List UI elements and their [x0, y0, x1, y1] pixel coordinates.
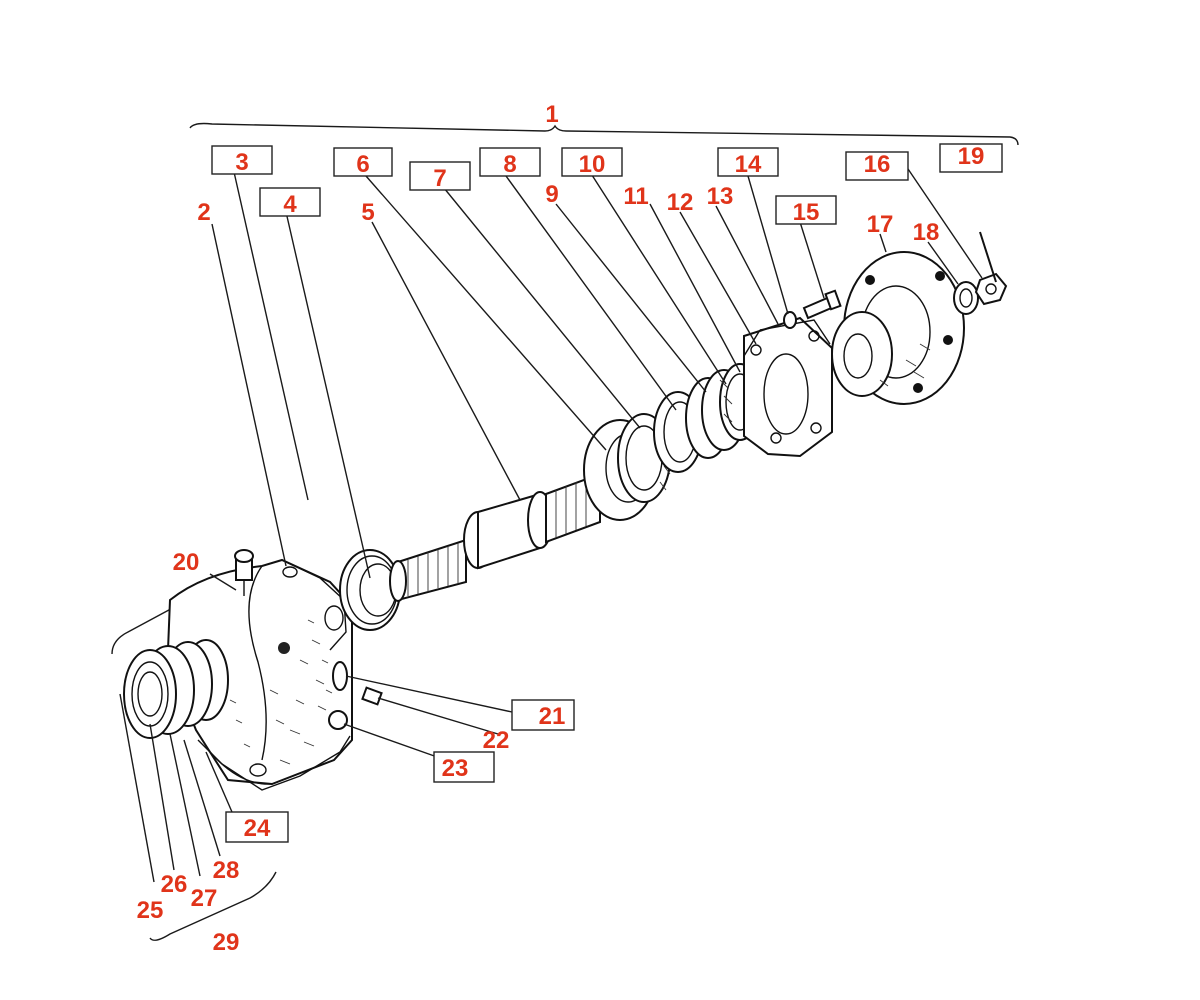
- callout-16: 16: [864, 151, 891, 178]
- brace-assembly-1: [189, 122, 1019, 146]
- callout-20: 20: [173, 549, 200, 576]
- label-box-24: [225, 811, 289, 843]
- callout-4: 4: [283, 191, 297, 218]
- callout-29: 29: [213, 929, 240, 956]
- callout-8: 8: [503, 151, 516, 178]
- label-box-19: [939, 143, 1003, 173]
- callout-24: 24: [244, 815, 271, 842]
- callout-9: 9: [545, 181, 558, 208]
- label-boxes: [211, 143, 1003, 843]
- label-box-16: [845, 151, 909, 181]
- callout-22: 22: [483, 727, 510, 754]
- callout-7: 7: [433, 165, 446, 192]
- gearbox-housing: [166, 558, 353, 791]
- callout-26: 26: [161, 871, 188, 898]
- input-seal-stack: [123, 639, 229, 739]
- callout-23: 23: [442, 755, 469, 782]
- callout-10: 10: [579, 151, 606, 178]
- callout-15: 15: [793, 199, 820, 226]
- label-box-8: [479, 147, 541, 177]
- cover-bolt: [802, 289, 842, 320]
- callout-28: 28: [213, 857, 240, 884]
- callout-3: 3: [235, 149, 248, 176]
- label-box-3: [211, 145, 273, 175]
- breather-plug: [234, 549, 254, 596]
- callout-5: 5: [361, 199, 374, 226]
- label-box-21: [511, 699, 575, 731]
- cotter-pin: [979, 231, 997, 283]
- callout-11: 11: [623, 183, 648, 210]
- callout-25: 25: [137, 897, 164, 924]
- label-box-4: [259, 187, 321, 217]
- callout-21: 21: [539, 703, 566, 730]
- housing-plug: [278, 642, 290, 654]
- bearing-cover: [743, 316, 833, 458]
- seal-ring-stack: [685, 363, 761, 459]
- brace-assembly-29: [149, 871, 277, 941]
- callout-27: 27: [191, 885, 218, 912]
- small-screw: [361, 686, 383, 706]
- main-shaft: [389, 472, 601, 602]
- callout-12: 12: [667, 189, 694, 216]
- callout-14: 14: [735, 151, 762, 178]
- label-box-14: [717, 147, 779, 177]
- callout-1: 1: [545, 101, 558, 128]
- callout-19: 19: [958, 143, 985, 170]
- callout-6: 6: [356, 151, 369, 178]
- label-box-7: [409, 161, 471, 191]
- output-flange: [831, 251, 965, 405]
- label-box-23: [433, 751, 495, 783]
- label-box-6: [333, 147, 393, 177]
- side-plug: [332, 661, 348, 691]
- leader-lines: [119, 165, 983, 883]
- callout-18: 18: [913, 219, 940, 246]
- flange-washer: [953, 281, 979, 315]
- drain-plug: [328, 710, 348, 730]
- label-box-15: [775, 195, 837, 225]
- callout-2: 2: [197, 199, 210, 226]
- callout-17: 17: [867, 211, 894, 238]
- callout-numbers: 1 2 3 4 5 6 7 8 9 10 11 12 13 14 15 16 1…: [137, 101, 985, 956]
- label-box-10: [561, 147, 623, 177]
- callout-13: 13: [707, 183, 734, 210]
- lock-washer: [783, 311, 797, 329]
- castle-nut: [974, 272, 1008, 306]
